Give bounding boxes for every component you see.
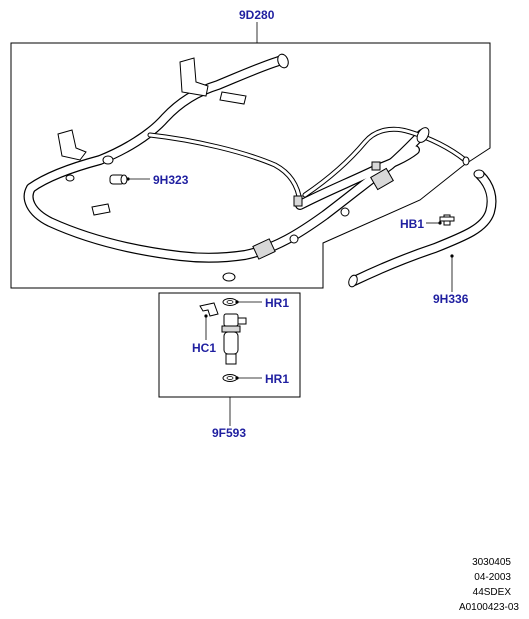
footer-line-1: 3030405: [472, 557, 511, 568]
plug-9h323-part: [109, 174, 128, 185]
callout-hr1-top: HR1: [265, 296, 289, 310]
fuel-rail-drawing: [23, 53, 470, 282]
callout-hc1: HC1: [192, 341, 216, 355]
injector-9f593-part: [221, 298, 247, 382]
callout-9h336: 9H336: [433, 292, 469, 306]
footer-line-2: 04-2003: [474, 572, 511, 583]
injector-subframe: [158, 292, 301, 398]
footer-line-4: A0100423-03: [459, 602, 519, 613]
callout-hb1: HB1: [400, 217, 424, 231]
assembly-frame: [10, 42, 491, 289]
bolt-hb1-part: [439, 214, 455, 226]
callout-9d280: 9D280: [239, 8, 275, 22]
clip-hc1-part: [199, 302, 219, 317]
hose-9h336-part: [348, 169, 497, 288]
footer-line-3: 44SDEX: [473, 587, 512, 598]
callout-hr1-bottom: HR1: [265, 372, 289, 386]
callout-9f593: 9F593: [212, 426, 246, 440]
callout-9h323: 9H323: [153, 173, 189, 187]
